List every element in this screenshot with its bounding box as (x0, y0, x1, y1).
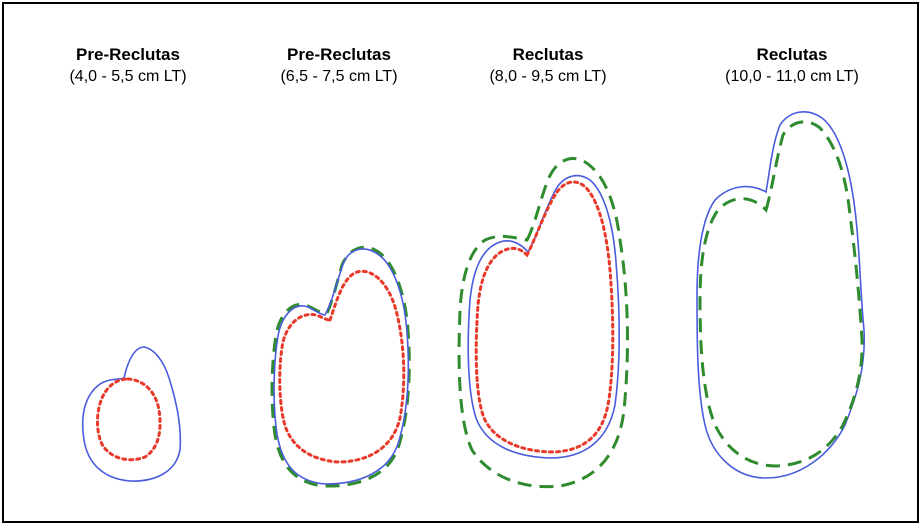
solid-outline (467, 174, 621, 459)
otolith-panel-2 (270, 245, 411, 488)
panel-size-range: (6,5 - 7,5 cm LT) (280, 68, 398, 85)
panel-label-4: Reclutas (10,0 - 11,0 cm LT) (725, 44, 859, 88)
panel-size-range: (10,0 - 11,0 cm LT) (725, 68, 859, 85)
otolith-panel-4 (696, 111, 866, 479)
panel-title: Pre-Reclutas (287, 45, 391, 64)
solid-outline (696, 111, 866, 479)
dashed-outline (457, 156, 629, 489)
panel-label-3: Reclutas (8,0 - 9,5 cm LT) (489, 44, 606, 88)
panel-title: Reclutas (756, 45, 828, 64)
dashed-outline (270, 245, 411, 488)
panel-title: Reclutas (512, 45, 584, 64)
otolith-panel-3 (457, 156, 629, 489)
otolith-panel-1 (81, 346, 182, 482)
dotted-outline (474, 180, 615, 454)
panel-label-2: Pre-Reclutas (6,5 - 7,5 cm LT) (280, 44, 397, 88)
panel-size-range: (4,0 - 5,5 cm LT) (69, 68, 187, 85)
dashed-outline (698, 120, 864, 468)
dotted-outline (96, 377, 162, 462)
panel-title: Pre-Reclutas (76, 45, 180, 64)
dotted-outline (278, 269, 406, 464)
panel-size-range: (8,0 - 9,5 cm LT) (489, 68, 607, 85)
solid-outline (81, 346, 182, 482)
panel-label-1: Pre-Reclutas (4,0 - 5,5 cm LT) (69, 44, 186, 88)
solid-outline (273, 248, 410, 485)
